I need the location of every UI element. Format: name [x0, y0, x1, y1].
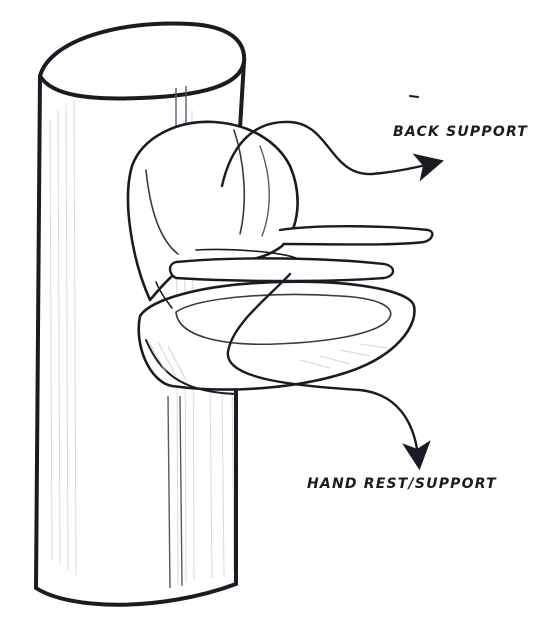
pillar-inner-lines — [167, 86, 187, 589]
back-support-label: BACK SUPPORT — [393, 124, 529, 140]
hand-rest-label: HAND REST/SUPPORT — [307, 476, 497, 492]
pillar — [34, 21, 247, 607]
column-shading — [49, 99, 235, 586]
bowl — [137, 280, 416, 395]
stray-mark — [409, 95, 419, 98]
bowl-shading — [149, 341, 389, 381]
hand-rest-pointer — [226, 272, 431, 471]
back-support-pointer — [220, 120, 444, 188]
hand-rests — [155, 225, 434, 309]
